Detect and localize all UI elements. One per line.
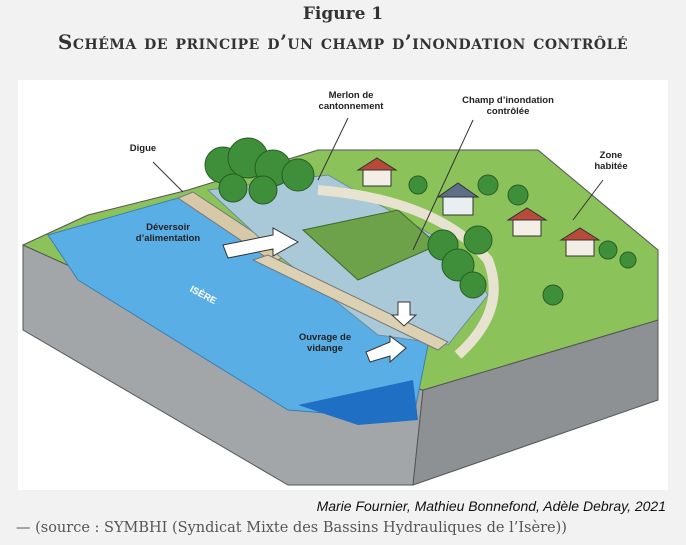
river-deep xyxy=(298,380,418,425)
label-zone: Zone habitée xyxy=(594,150,628,172)
flood-field-illustration: Merlon de cantonnement Champ d’inondatio… xyxy=(18,80,668,490)
label-ouvrage: Ouvrage de vidange xyxy=(298,332,352,354)
label-digue: Digue xyxy=(129,143,157,154)
source-note: — (source : SYMBHI (Syndicat Mixte des B… xyxy=(16,520,567,536)
figure-title: Schéma de principe d’un champ d’inondati… xyxy=(57,30,629,54)
label-deversoir: Déversoir d’alimentation xyxy=(135,222,201,244)
drain-arrow xyxy=(365,335,407,364)
houses xyxy=(356,157,601,257)
diagram-drawing xyxy=(21,117,659,486)
figure-number: Figure 1 xyxy=(302,4,384,24)
merlon-road xyxy=(317,185,499,359)
inflow-arrow xyxy=(222,227,300,259)
trees xyxy=(204,137,637,306)
label-merlon: Merlon de cantonnement xyxy=(318,90,384,112)
leader-lines xyxy=(152,117,604,251)
author-credit: Marie Fournier, Mathieu Bonnefond, Adèle… xyxy=(316,498,666,514)
drain-down-arrow xyxy=(390,301,418,327)
lower-dike xyxy=(251,254,449,351)
label-champ: Champ d’inondation contrôlée xyxy=(462,95,554,117)
